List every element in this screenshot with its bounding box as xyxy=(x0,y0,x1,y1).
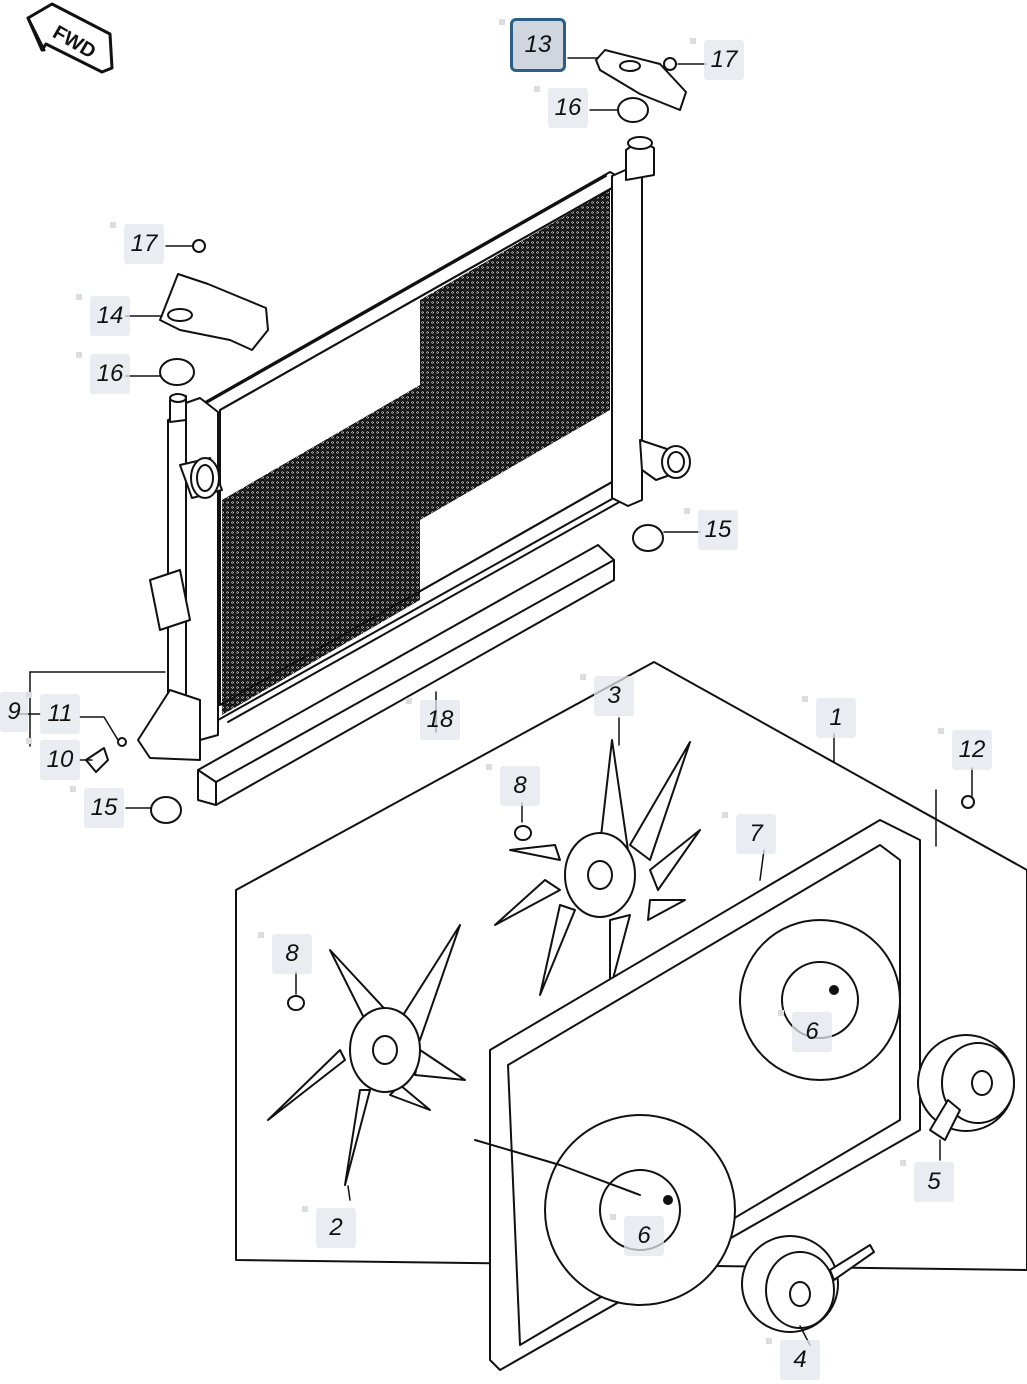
callout-17-left[interactable]: 17 xyxy=(110,222,164,264)
callout-15-left[interactable]: 15 xyxy=(70,786,124,828)
radiator-core xyxy=(137,136,691,761)
callout-13[interactable]: 13 xyxy=(499,18,566,72)
callout-18[interactable]: 18 xyxy=(406,698,460,740)
callout-6-upper[interactable]: 6 xyxy=(778,1010,832,1052)
callout-14[interactable]: 14 xyxy=(76,294,130,336)
small-parts xyxy=(85,57,975,1011)
callout-11[interactable]: 11 xyxy=(26,692,80,734)
callout-5[interactable]: 5 xyxy=(900,1160,954,1202)
fan-3 xyxy=(494,739,701,996)
fwd-arrow-icon: FWD xyxy=(26,2,114,74)
callout-3[interactable]: 3 xyxy=(580,674,634,716)
fan-motors xyxy=(741,1034,1015,1333)
callout-16-left[interactable]: 16 xyxy=(76,352,130,394)
upper-brackets xyxy=(159,49,687,351)
callout-10[interactable]: 10 xyxy=(26,738,80,780)
callout-8-upper[interactable]: 8 xyxy=(486,764,540,806)
fan-shroud xyxy=(474,819,921,1371)
callout-7[interactable]: 7 xyxy=(722,812,776,854)
callout-8-lower[interactable]: 8 xyxy=(258,932,312,974)
callout-17-top[interactable]: 17 xyxy=(690,38,744,80)
callout-4[interactable]: 4 xyxy=(766,1338,820,1380)
fan-2 xyxy=(267,924,466,1186)
callout-15-right[interactable]: 15 xyxy=(684,508,738,550)
callout-2[interactable]: 2 xyxy=(302,1206,356,1248)
callout-9[interactable]: 9 xyxy=(0,692,28,732)
callout-12[interactable]: 12 xyxy=(938,728,992,770)
callout-1[interactable]: 1 xyxy=(802,696,856,738)
callout-6-lower[interactable]: 6 xyxy=(610,1214,664,1256)
fan-assembly-boundary xyxy=(235,661,1027,1271)
callout-16-top[interactable]: 16 xyxy=(534,86,588,128)
air-seal-strip xyxy=(197,544,615,806)
